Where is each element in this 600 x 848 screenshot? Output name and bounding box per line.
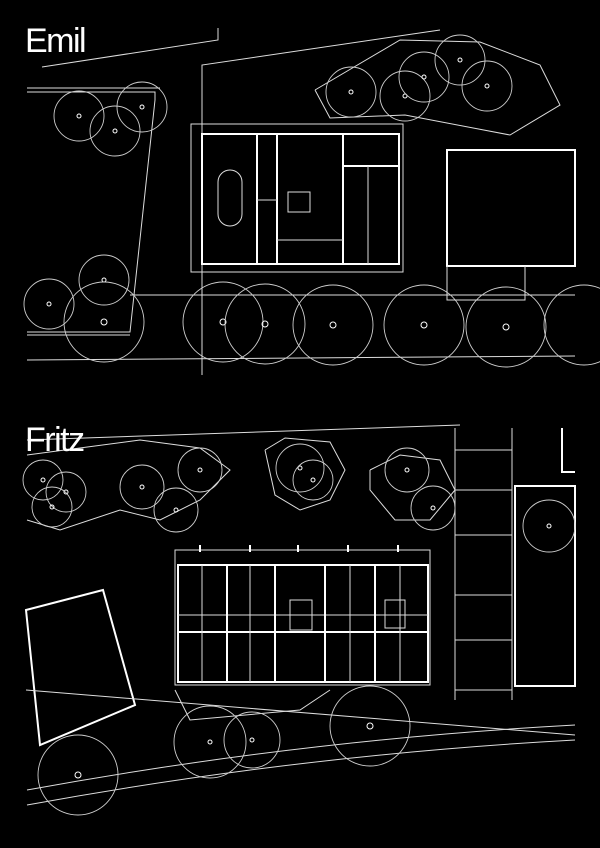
emil-trees — [23, 34, 600, 368]
fritz-trees — [22, 443, 576, 816]
fritz-site-plan — [22, 424, 576, 816]
plan-title-fritz: Fritz — [25, 421, 85, 459]
emil-building — [201, 133, 400, 265]
plan-title-emil: Emil — [25, 22, 87, 60]
fritz-building — [174, 545, 431, 686]
emil-site-plan — [23, 28, 600, 375]
